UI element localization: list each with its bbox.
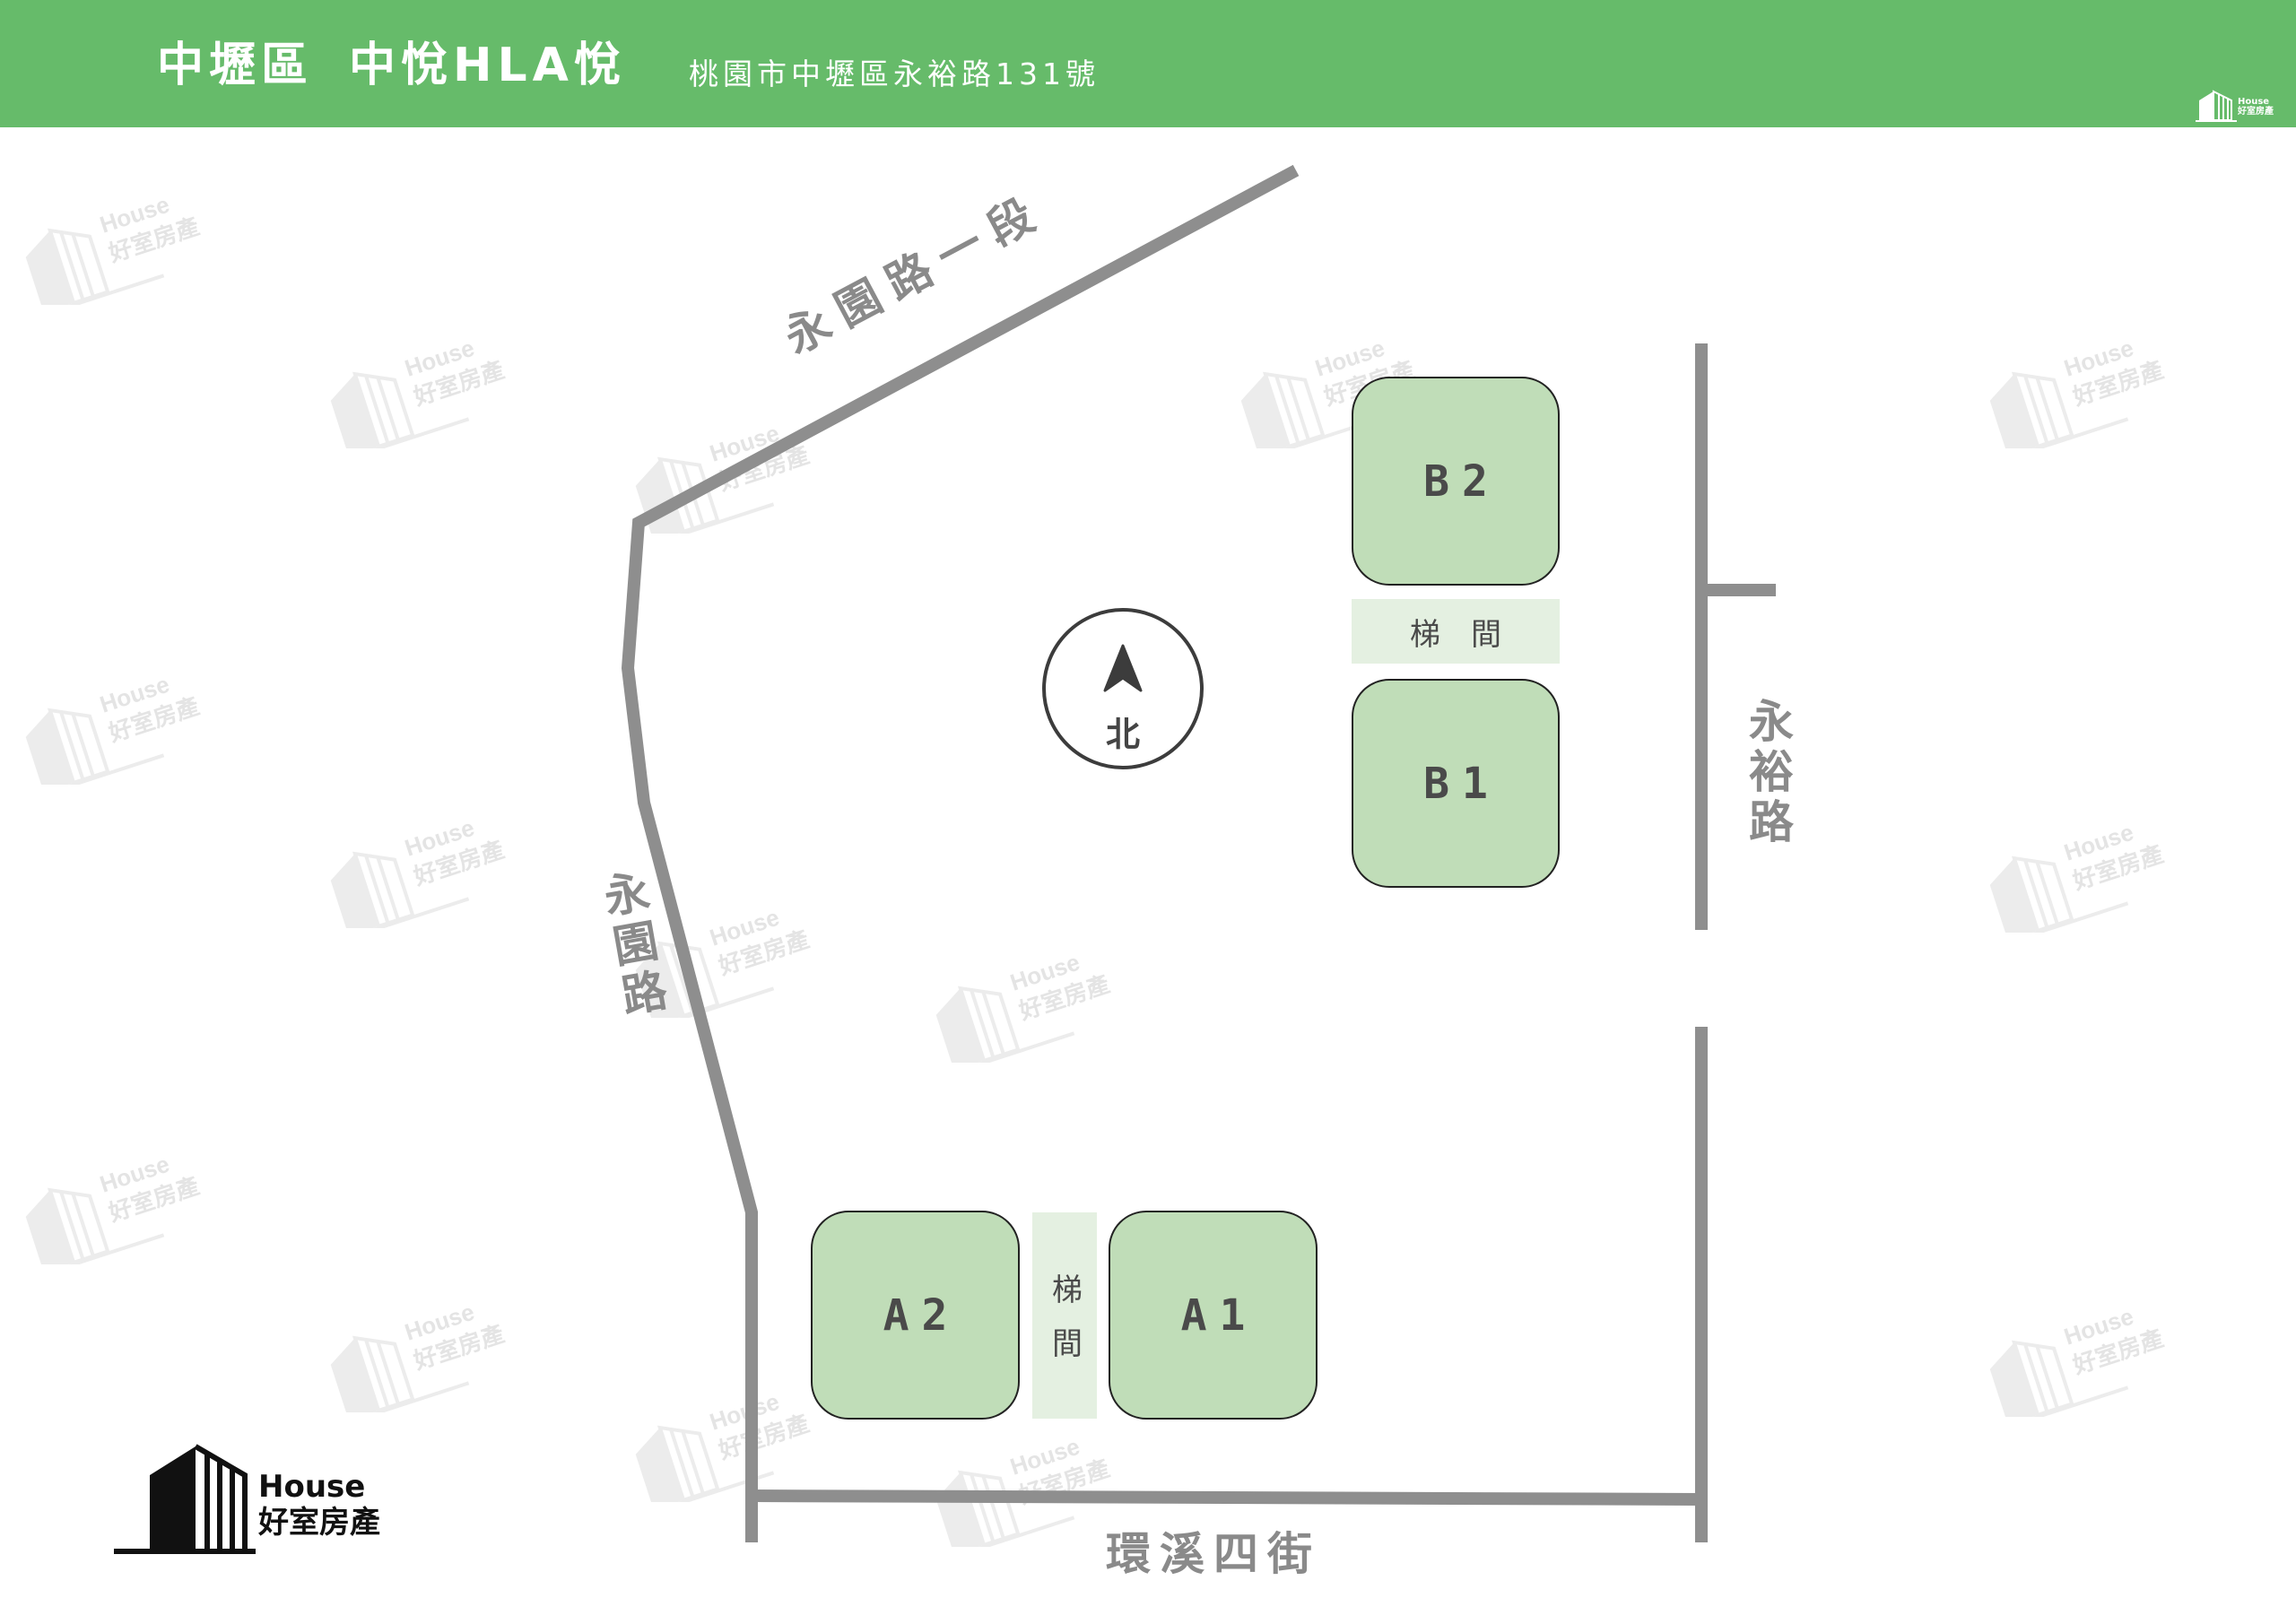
building-logo-icon: [2196, 90, 2237, 122]
building-logo-icon: [114, 1444, 256, 1554]
building-b1[interactable]: B1: [1352, 679, 1560, 888]
logo-line-brand: 好室房產: [258, 1505, 380, 1541]
logo-line-house: House: [258, 1469, 366, 1505]
building-label: B1: [1423, 758, 1500, 809]
building-a2[interactable]: A2: [811, 1211, 1020, 1420]
project-address: 桃園市中壢區永裕路131號: [689, 56, 1100, 91]
header-bar: 中壢區中悅HLA悅 桃園市中壢區永裕路131號 House 好室房產: [0, 0, 2296, 127]
stairwell-label: 梯間: [1410, 616, 1532, 653]
page-title: 中壢區中悅HLA悅: [157, 27, 626, 94]
footer-logo-text: House 好室房產: [258, 1469, 380, 1541]
stairwell-label: 梯間: [1046, 1273, 1083, 1381]
road-yongyuan-section-1-and-yongyuan: [621, 164, 1300, 1542]
building-b2[interactable]: B2: [1352, 377, 1560, 586]
header-logo-text: House 好室房產: [2238, 97, 2274, 117]
north-compass: 北: [1042, 608, 1204, 769]
building-label: B2: [1423, 456, 1500, 507]
stairwell-b: 梯間: [1352, 599, 1560, 664]
road-huanxi-4th: [751, 1489, 1702, 1506]
compass-north-label: 北: [1105, 715, 1140, 754]
road-label-yongyu: 永裕路: [1742, 698, 1794, 848]
road-label-huanxi-4th: 環溪四街: [1106, 1528, 1321, 1580]
building-label: A1: [1180, 1290, 1258, 1341]
stairwell-a: 梯間: [1032, 1212, 1097, 1419]
building-label: A2: [883, 1290, 961, 1341]
north-arrow-icon: [1103, 644, 1143, 692]
building-a1[interactable]: A1: [1109, 1211, 1318, 1420]
project-name: 中悅HLA悅: [349, 39, 626, 92]
district-name: 中壢區: [157, 39, 314, 92]
